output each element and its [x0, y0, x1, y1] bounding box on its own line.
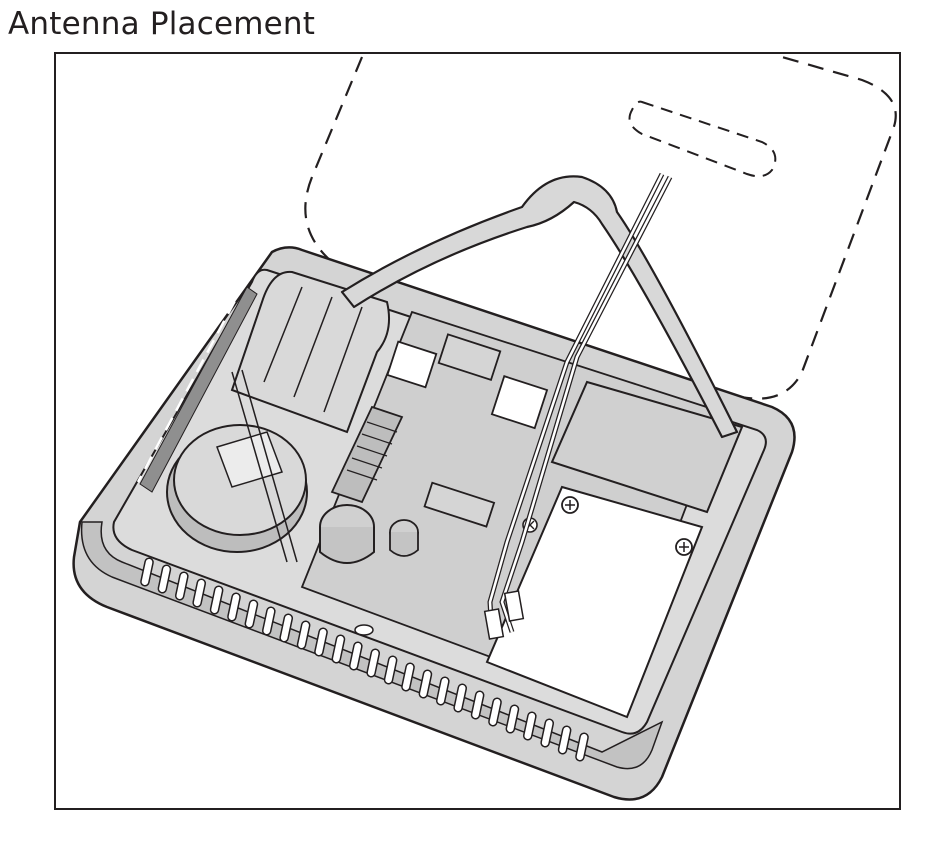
vent-slot: [174, 571, 189, 601]
capacitor-icon: [319, 504, 375, 564]
screw-icon-right: [675, 538, 693, 556]
cover-dashed-outline: [304, 55, 897, 400]
vent-slot: [348, 641, 363, 671]
vent-slot: [575, 732, 589, 762]
header-connector: [437, 333, 502, 382]
vent-slot: [540, 718, 555, 748]
vent-slot: [157, 564, 172, 594]
release-slot: [354, 624, 374, 636]
vent-slot: [435, 676, 450, 706]
vent-slot: [209, 585, 224, 615]
vent-slot: [366, 648, 381, 678]
vent-slot: [331, 634, 346, 664]
screw-icon: [561, 496, 579, 514]
vent-slot: [401, 662, 415, 692]
small-capacitor-icon: [389, 519, 419, 557]
antenna-slot-dashed: [628, 100, 777, 178]
vent-slot: [192, 578, 207, 608]
support-arm: [340, 175, 739, 439]
diagram-frame: [54, 52, 901, 810]
coin-battery-icon: [166, 424, 308, 553]
rj-connector: [386, 340, 438, 389]
vent-slot: [557, 725, 572, 755]
vent-slot: [227, 592, 241, 622]
vent-slot: [418, 669, 433, 699]
vent-slots: [140, 557, 589, 762]
vent-slot: [244, 599, 259, 629]
jumper-block: [490, 375, 549, 430]
vent-slot: [522, 711, 537, 741]
left-wall-highlight: [139, 286, 258, 493]
antenna-wire-icon: [483, 172, 673, 640]
left-wall-edge-dash: [136, 281, 247, 483]
ic-chip: [423, 481, 496, 528]
battery-pack-icon: [230, 270, 390, 434]
terminal-block: [330, 405, 404, 504]
vent-slot: [383, 655, 398, 685]
antenna-placement-illustration: [72, 55, 897, 801]
vent-slot: [140, 557, 154, 587]
vent-slot: [261, 606, 276, 636]
housing-front-bevel: [80, 521, 664, 770]
diagram-title: Antenna Placement: [8, 6, 316, 42]
vent-slot: [453, 683, 468, 713]
wire-clip: [231, 369, 298, 563]
vent-slot: [314, 627, 328, 657]
vent-slot: [279, 613, 294, 643]
vent-slot: [505, 704, 520, 734]
vent-slot: [488, 697, 502, 727]
vent-slot: [296, 620, 311, 650]
vent-slot: [470, 690, 485, 720]
relay-block: [550, 380, 744, 514]
